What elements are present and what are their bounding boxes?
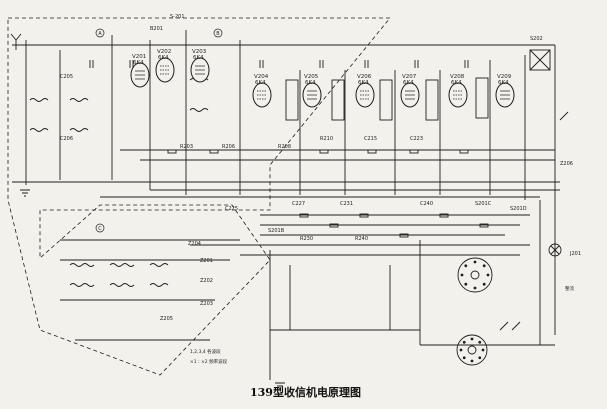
marker-c: C [95,223,105,233]
tube-id-label: V204 [254,74,269,80]
component-label-r206: R206 [222,144,235,150]
component-label-c225: C225 [225,206,238,212]
tube-type-label: 6K4 [498,80,509,86]
tube-id-label: V201 [132,54,146,60]
marker-a-label: A [98,31,102,37]
tube-id-label: V206 [357,74,372,80]
tube-type-label: 6K4 [451,80,462,86]
tube-id-label: V208 [450,74,465,80]
component-label-c215: C215 [364,136,377,142]
antenna-symbol [10,33,22,50]
component-label-c223: C223 [410,136,423,142]
socket-pins [459,260,490,363]
marker-a: A [95,28,105,38]
component-label-z201: Z201 [200,258,213,264]
marker-b-label: B [216,31,220,37]
indicator-lamp [548,243,562,257]
socket-pin [473,286,477,290]
socket-pin [482,264,486,268]
shield-dash-box [7,17,391,376]
socket-pin [473,260,477,264]
tube-id-label: V209 [497,74,512,80]
component-label-z203: Z203 [200,301,213,307]
component-label-s201c: S201C [475,201,492,207]
socket-pin [478,356,482,360]
legend-line-2: ×1 : ×2 频率波段 [190,358,228,365]
component-label-r230: R230 [300,236,313,242]
tube-id-label: V203 [192,49,207,55]
component-label-s202: S202 [530,36,543,42]
component-label-c240: C240 [420,201,433,207]
socket-pin [462,340,466,344]
socket-pin [460,273,464,277]
tube-type-label: 6K4 [403,80,414,86]
socket-pin [464,282,468,286]
tube-type-label: 6K4 [158,55,169,61]
component-label-s201b: S201B [268,228,285,234]
socket-pin [464,264,468,268]
component-label-z205: Z205 [160,316,173,322]
tube-id-label: V207 [402,74,417,80]
component-label-r210: R210 [320,136,333,142]
socket-pin [470,359,474,363]
legend-line-1: 1,2,3,4 各波段 [190,348,221,355]
tube-type-label: 6K4 [305,80,316,86]
component-label-z204: Z204 [188,241,201,247]
marker-b: B [213,28,223,38]
socket-pin [482,282,486,286]
tube-id-label: V205 [304,74,319,80]
vacuum-tubes: V2016K4V2026K4V2036K4V2046K4V2056K4V2066… [130,49,515,108]
component-label-s201d: S201D [510,206,527,212]
component-label-z202: Z202 [200,278,213,284]
socket-pin [462,356,466,360]
socket-pin [459,348,463,352]
component-label-j201: J201 [569,251,581,257]
socket-pin [478,340,482,344]
octal-socket-upper [457,257,493,293]
wiring [7,17,569,390]
component-label-r208: R208 [278,144,291,150]
tube-type-label: 6K4 [358,80,369,86]
component-label-c231: C231 [340,201,353,207]
tube-type-label: 6K4 [193,55,204,61]
component-label-b201: B201 [150,26,163,32]
component-label-r203: R203 [180,144,193,150]
component-label-s-201: S-201 [170,14,185,20]
component-label-c206: C206 [60,136,73,142]
socket-pin [470,337,474,341]
tube-id-label: V202 [157,49,171,55]
tube-type-label: 6K4 [133,60,144,66]
component-label-c227: C227 [292,201,305,207]
tube-type-label: 6K4 [255,80,266,86]
component-label-c205: C205 [60,74,73,80]
diagram-caption: 139型收信机电原理图 [250,385,361,399]
marker-c-label: C [98,226,102,232]
component-label-r240: R240 [355,236,368,242]
component-label-z206: Z206 [560,161,573,167]
socket-pin [481,348,485,352]
side-label: 整流 [565,285,574,292]
socket-pin [486,273,490,277]
octal-socket-lower [456,334,488,366]
